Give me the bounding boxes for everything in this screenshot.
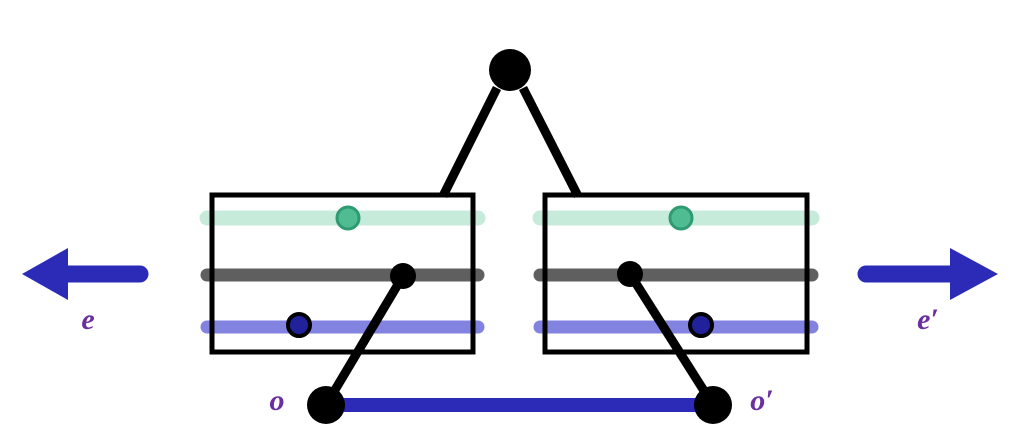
right-outcome-node[interactable] [694, 386, 732, 424]
right-outcome-connector [626, 271, 717, 408]
source-emission-lines [438, 85, 583, 199]
right-marker-navy[interactable] [688, 312, 714, 338]
left-outcome-label: o [270, 384, 285, 417]
source-node[interactable] [489, 49, 531, 91]
right-arrow-head [950, 248, 998, 300]
left-setting-label: e [81, 303, 94, 336]
left-box-frame [209, 192, 476, 355]
outcome-connectors [322, 271, 717, 408]
emission-line-right [518, 85, 583, 199]
emission-line-left [438, 85, 502, 199]
left-outcome-node[interactable] [307, 386, 345, 424]
left-setting-arrow[interactable] [22, 248, 149, 300]
left-arrow-head [22, 248, 68, 300]
right-setting-arrow[interactable] [857, 248, 998, 300]
right-setting-label: e′ [917, 303, 939, 336]
right-outcome-label: o′ [750, 384, 773, 417]
left-measurement-box[interactable] [199, 192, 486, 355]
right-marker-green[interactable] [668, 205, 694, 231]
left-marker-navy[interactable] [286, 312, 312, 338]
left-outcome-connector [322, 273, 407, 408]
right-measurement-box[interactable] [532, 192, 820, 355]
left-marker-black-on-gray[interactable] [390, 263, 416, 289]
left-marker-green[interactable] [335, 205, 361, 231]
right-marker-black-on-gray[interactable] [617, 261, 643, 287]
